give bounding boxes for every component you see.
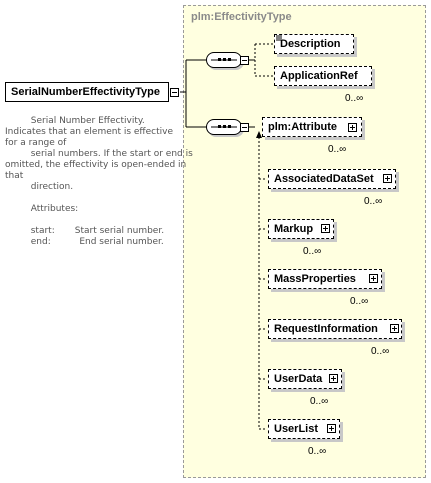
plm-attribute-expand-icon[interactable] <box>348 123 357 132</box>
userlist-expand-icon[interactable] <box>327 424 336 433</box>
root-element[interactable]: SerialNumberEffectivityType <box>5 82 169 102</box>
userdata-expand-icon[interactable] <box>329 374 338 383</box>
element-userlist[interactable]: UserList <box>268 419 340 439</box>
applicationref-multiplicity: 0..∞ <box>345 93 364 104</box>
requestinformation-expand-icon[interactable] <box>390 324 399 333</box>
root-element-label: SerialNumberEffectivityType <box>11 86 160 98</box>
documentation-text: Serial Number Effectivity. Indicates tha… <box>5 116 193 247</box>
markup-expand-icon[interactable] <box>321 224 330 233</box>
element-associateddataset[interactable]: AssociatedDataSet <box>268 169 396 189</box>
element-markup[interactable]: Markup <box>268 219 334 239</box>
sequence-compositor-1 <box>206 52 242 68</box>
associateddataset-expand-icon[interactable] <box>383 174 392 183</box>
element-userdata[interactable]: UserData <box>268 369 342 389</box>
userdata-multiplicity: 0..∞ <box>310 396 329 407</box>
type-title: plm:EffectivityType <box>191 11 292 23</box>
element-massproperties[interactable]: MassProperties <box>268 269 382 289</box>
sequence-1-collapse-toggle[interactable] <box>240 56 249 65</box>
element-plm-attribute[interactable]: plm:Attribute <box>262 117 362 137</box>
sequence-icon <box>211 58 237 61</box>
userlist-multiplicity: 0..∞ <box>308 446 327 457</box>
plm-attribute-multiplicity: 0..∞ <box>328 144 347 155</box>
root-collapse-toggle[interactable] <box>170 88 179 97</box>
sequence-compositor-2 <box>206 119 242 135</box>
sequence-2-collapse-toggle[interactable] <box>240 123 249 132</box>
requestinformation-multiplicity: 0..∞ <box>371 346 390 357</box>
element-requestinformation[interactable]: RequestInformation <box>268 319 402 339</box>
massproperties-multiplicity: 0..∞ <box>350 296 369 307</box>
doc-marker-icon <box>276 35 282 41</box>
element-description[interactable]: Description <box>274 34 354 54</box>
markup-multiplicity: 0..∞ <box>303 246 322 257</box>
massproperties-expand-icon[interactable] <box>369 274 378 283</box>
sequence-icon <box>211 125 237 128</box>
associateddataset-multiplicity: 0..∞ <box>364 196 383 207</box>
element-applicationref[interactable]: ApplicationRef <box>274 66 372 86</box>
